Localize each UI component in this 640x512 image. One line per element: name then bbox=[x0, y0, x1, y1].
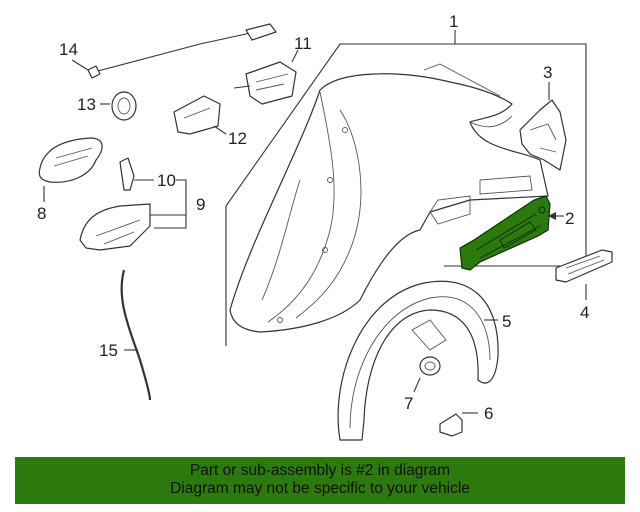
callout-5: 5 bbox=[502, 312, 511, 331]
part-10-fastener bbox=[119, 157, 154, 191]
part-6-clip bbox=[439, 412, 478, 437]
banner-line-2: Diagram may not be specific to your vehi… bbox=[170, 480, 470, 497]
part-9-housing bbox=[79, 179, 187, 251]
part-3-bracket bbox=[519, 82, 567, 171]
callout-15: 15 bbox=[99, 341, 118, 360]
callout-14: 14 bbox=[59, 40, 78, 59]
quarter-panel bbox=[229, 63, 549, 333]
part-5-wheel-liner bbox=[337, 280, 499, 441]
callout-7: 7 bbox=[404, 394, 413, 413]
callout-arrowhead-2 bbox=[548, 212, 556, 220]
part-15-hose bbox=[120, 269, 152, 401]
callout-10: 10 bbox=[157, 171, 176, 190]
callout-8: 8 bbox=[37, 204, 46, 223]
part-7-grommet bbox=[413, 356, 441, 393]
callout-3: 3 bbox=[543, 63, 552, 82]
callout-6: 6 bbox=[484, 404, 493, 423]
callout-4: 4 bbox=[580, 303, 589, 322]
highlighted-part-2 bbox=[459, 195, 551, 271]
part-8-fuel-door bbox=[38, 137, 103, 202]
callout-1: 1 bbox=[449, 12, 458, 31]
callout-9: 9 bbox=[196, 195, 205, 214]
part-14-cable bbox=[71, 23, 277, 79]
part-4-trim bbox=[555, 249, 613, 300]
callout-11: 11 bbox=[294, 34, 312, 53]
part-11-actuator bbox=[233, 49, 299, 105]
callout-2: 2 bbox=[565, 209, 574, 228]
part-12-bracket bbox=[173, 95, 227, 135]
info-banner: Part or sub-assembly is #2 in diagram Di… bbox=[15, 457, 625, 504]
part-13-cap bbox=[100, 91, 137, 121]
callout-12: 12 bbox=[228, 129, 247, 148]
callout-13: 13 bbox=[77, 95, 96, 114]
banner-line-1: Part or sub-assembly is #2 in diagram bbox=[189, 462, 451, 479]
